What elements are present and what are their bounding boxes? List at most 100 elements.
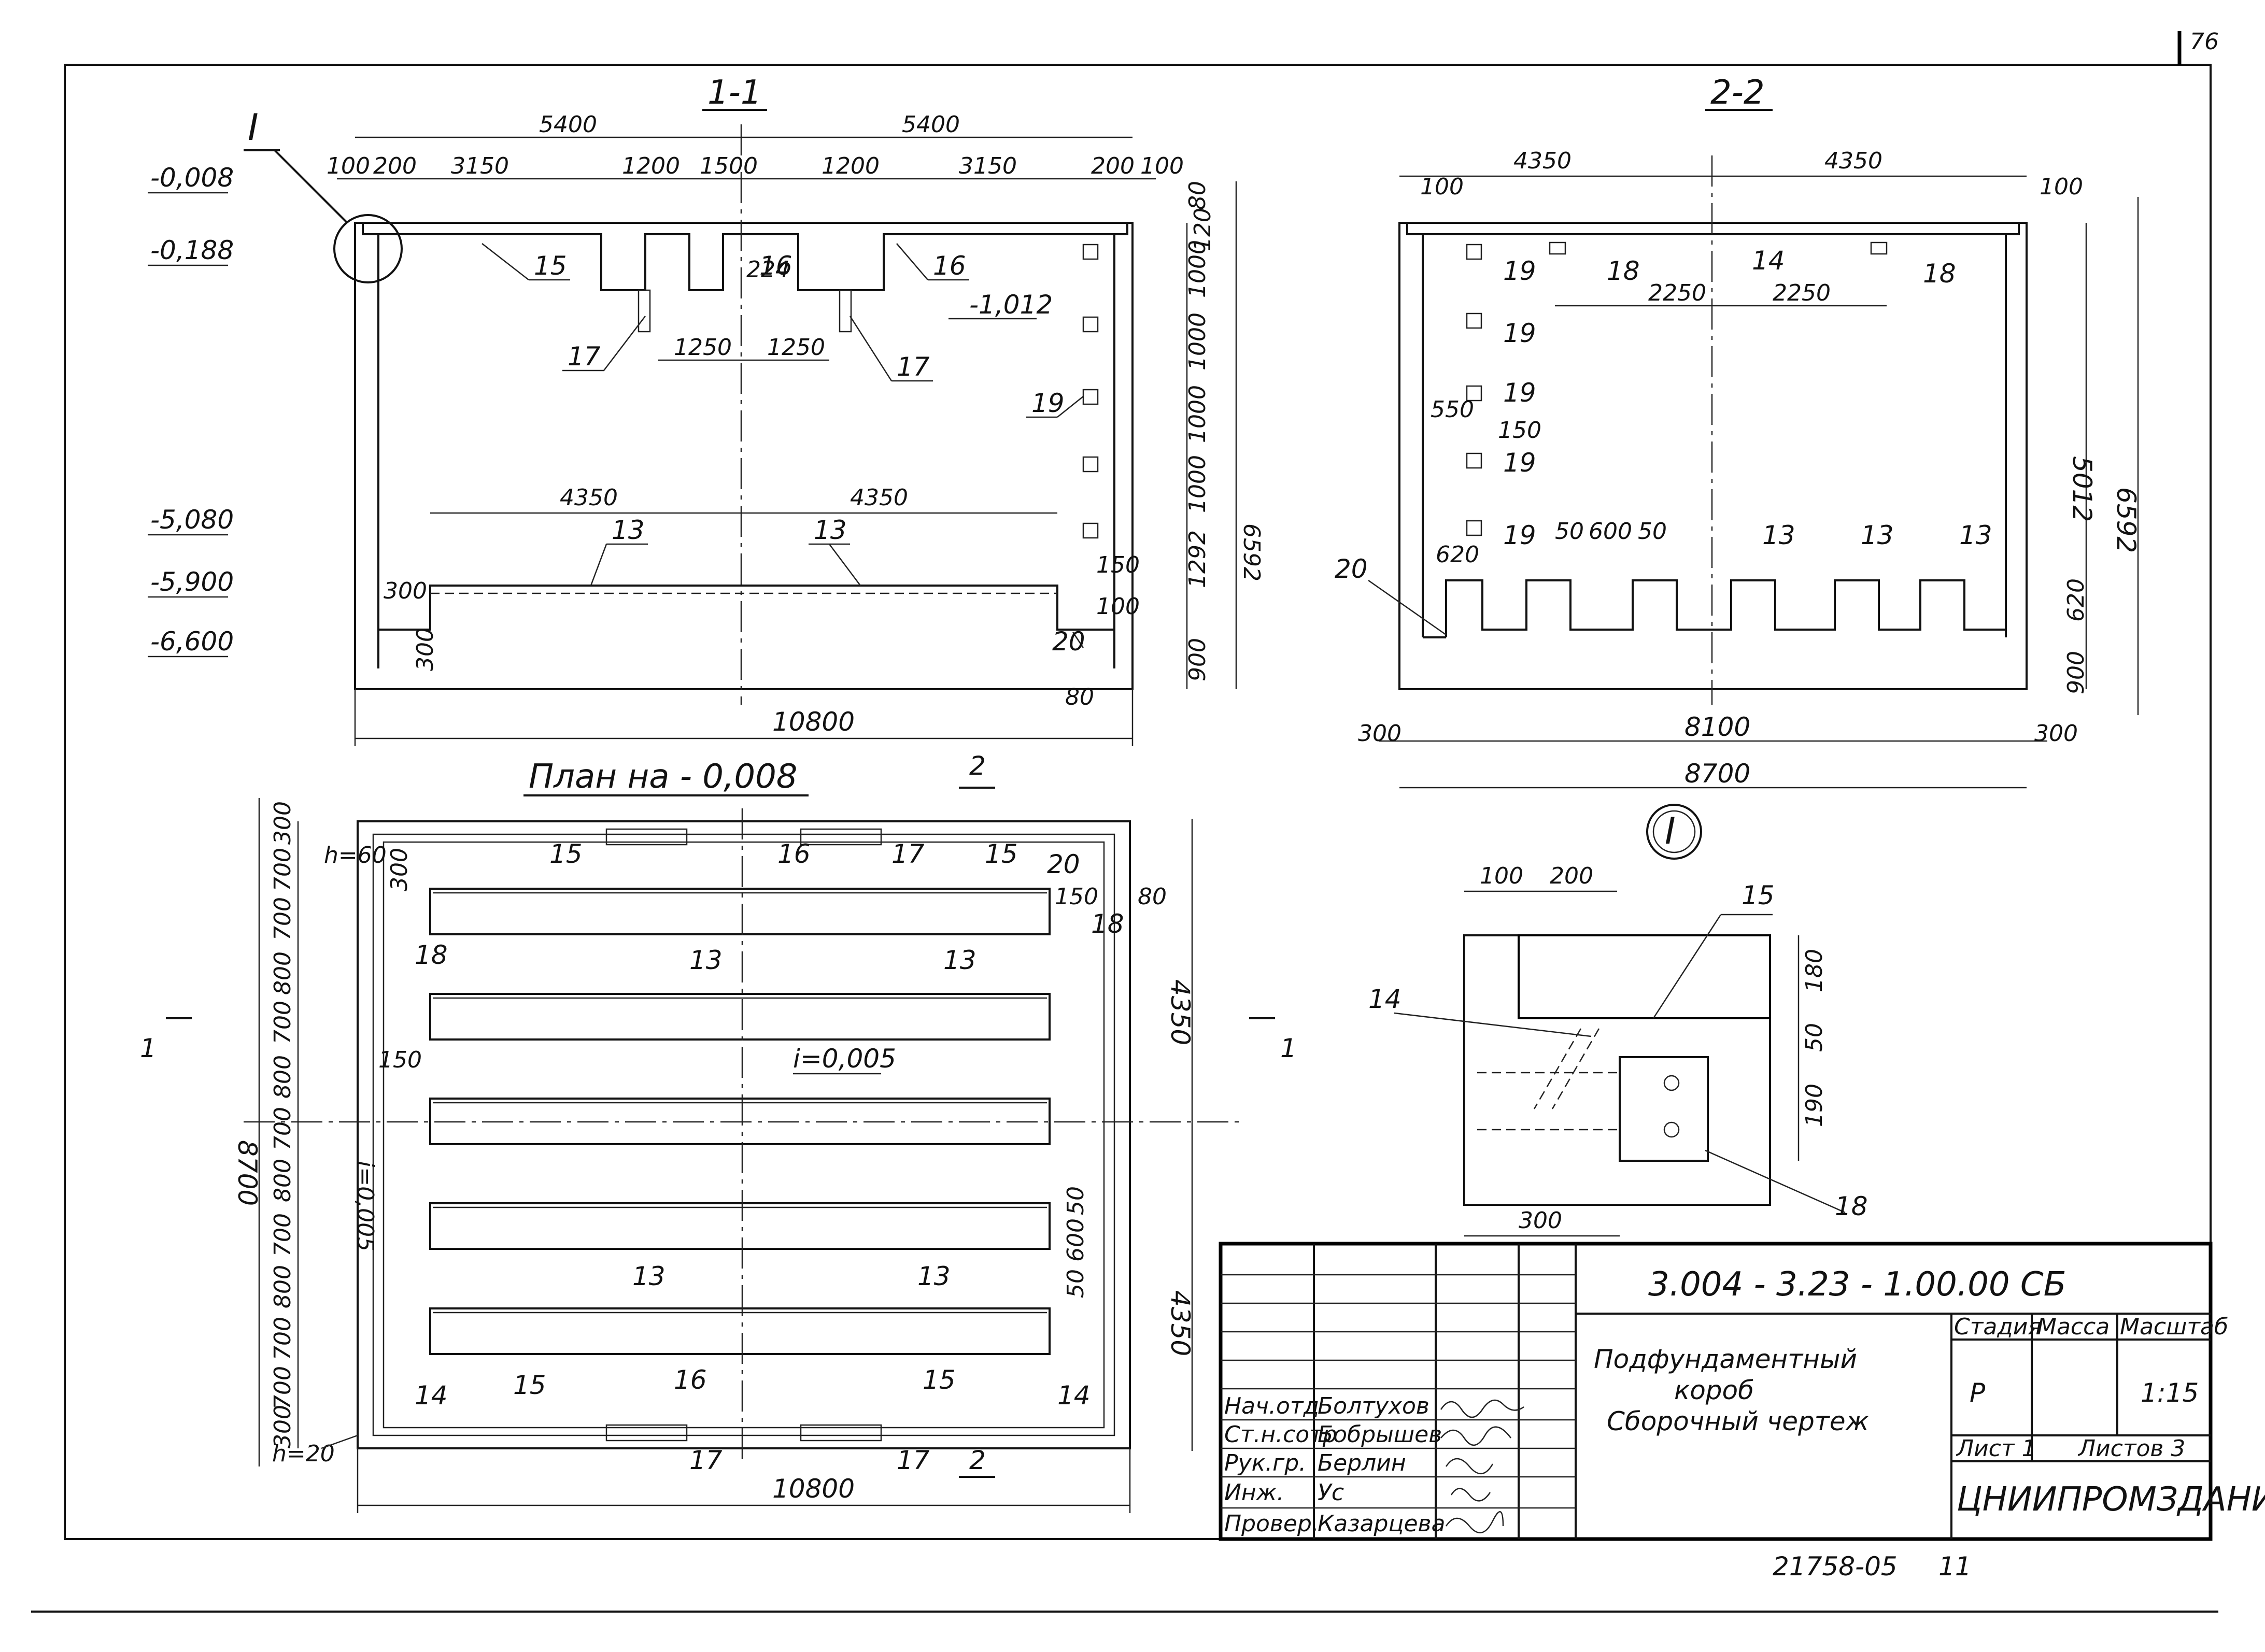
pl-800b: 800	[270, 1055, 296, 1099]
dim-top-left: 5400	[539, 111, 597, 138]
dim22-2250a: 2250	[1648, 280, 1706, 306]
c22-18a: 18	[1607, 256, 1640, 286]
name-line-2: короб	[1674, 1375, 1754, 1405]
plan-10800: 10800	[772, 1474, 855, 1504]
archive-number: 21758-05	[1773, 1551, 1898, 1582]
sheet-frame	[64, 64, 2212, 1540]
plan-150r: 150	[1055, 884, 1098, 910]
dim22-4350a: 4350	[1513, 148, 1572, 174]
c22-13a: 13	[1762, 520, 1795, 550]
callout-I: I	[248, 106, 259, 149]
signature-3	[1450, 1488, 1491, 1502]
dim-1200: 1200	[622, 153, 680, 179]
dim-top-right: 5400	[902, 111, 960, 138]
stage-value: Р	[1970, 1378, 1986, 1408]
det-c14: 14	[1368, 984, 1402, 1014]
plan-slope-1: i=0,005	[793, 1044, 896, 1074]
pl-700d: 700	[270, 1107, 296, 1150]
organization: ЦНИИПРОМЗДАНИЙ	[1957, 1479, 2265, 1519]
pl-700c: 700	[270, 1001, 296, 1044]
pc-15c: 15	[513, 1370, 546, 1400]
rdim-80: 80	[1184, 181, 1211, 210]
c22-19a: 19	[1503, 256, 1536, 286]
callout-17b: 17	[897, 352, 930, 382]
pl-700b: 700	[270, 897, 296, 941]
dim-200b: 200	[1091, 153, 1135, 179]
rdim-1000a: 1000	[1184, 240, 1211, 298]
dim22-8700: 8700	[1684, 759, 1750, 789]
level-5080: -5,080	[150, 505, 234, 535]
name-2: Берлин	[1318, 1450, 1406, 1476]
role-2: Рук.гр.	[1224, 1450, 1306, 1476]
plan-150-inner: 150	[378, 1047, 422, 1073]
pc-13a: 13	[689, 945, 723, 975]
plan-4350b: 4350	[1165, 1290, 1195, 1356]
c22-14: 14	[1752, 246, 1785, 276]
section-1-1: 1-1 I 5400 5400 100 200 3150	[148, 74, 1265, 746]
pc-17b: 17	[689, 1445, 723, 1475]
name-0: Болтухов	[1318, 1393, 1429, 1419]
section-1-1-title: 1-1	[707, 74, 762, 112]
dim-4350-b: 4350	[850, 485, 908, 511]
level-6600: -6,600	[150, 626, 234, 657]
section-mark-2-top: 2	[969, 751, 986, 781]
callout-13b: 13	[814, 515, 847, 545]
plan-h60: h=60	[324, 842, 387, 868]
section-mark-1-right: 1	[1280, 1033, 1297, 1063]
dim22-600: 600	[1589, 518, 1632, 545]
pl-800c: 800	[270, 1159, 296, 1202]
pc-13c: 13	[632, 1261, 666, 1291]
pl-800a: 800	[270, 951, 296, 995]
pl-700g: 700	[270, 1366, 296, 1409]
level-0008: -0,008	[150, 163, 234, 193]
plan-slope-2: i=0,005	[352, 1161, 378, 1251]
col-mass: Масса	[2037, 1314, 2110, 1340]
pl-700a: 700	[270, 848, 296, 891]
signature-4	[1445, 1511, 1504, 1534]
pc-15b: 15	[985, 839, 1018, 869]
dim-3150: 3150	[451, 153, 509, 179]
callout-16b: 16	[933, 251, 966, 281]
rdim-6592: 6592	[1238, 523, 1265, 581]
det-c15: 15	[1742, 880, 1775, 910]
dim22-900: 900	[2063, 651, 2089, 694]
dim-100b: 100	[1140, 153, 1184, 179]
dim22-50a: 50	[1555, 518, 1584, 545]
dim22-620r: 620	[2063, 578, 2089, 622]
dim22-8100: 8100	[1684, 712, 1750, 742]
dim22-300a: 300	[1358, 720, 1402, 747]
level-5900: -5,900	[150, 567, 234, 597]
pc-18r: 18	[1091, 909, 1124, 939]
pc-18l: 18	[415, 940, 448, 970]
signature-1	[1440, 1426, 1511, 1446]
c22-19c: 19	[1503, 378, 1536, 408]
sheets-count: Листов 3	[2077, 1435, 2185, 1462]
name-1: Бобрышев	[1318, 1421, 1442, 1448]
rdim-100: 100	[1096, 593, 1140, 620]
signature-0	[1440, 1399, 1524, 1418]
pl-800d: 800	[270, 1265, 296, 1308]
plan-4350a: 4350	[1165, 979, 1195, 1045]
pl-700f: 700	[270, 1317, 296, 1360]
dim-10800: 10800	[772, 707, 855, 737]
c22-19d: 19	[1503, 448, 1536, 478]
detail-I: I 100 200 180 50 190 300 15 14 18	[1368, 804, 1868, 1237]
name-3: Ус	[1318, 1479, 1344, 1506]
signature-2	[1445, 1458, 1494, 1475]
dim-200: 200	[373, 153, 417, 179]
col-stage: Стадия	[1954, 1314, 2042, 1340]
plan-view: План на - 0,008 2 2 1 1 h=60 h=20	[140, 751, 1297, 1513]
pc-17c: 17	[897, 1445, 930, 1475]
dim22-150: 150	[1498, 417, 1541, 444]
det-180: 180	[1801, 949, 1828, 992]
dim-100: 100	[327, 153, 370, 179]
dim22-100b: 100	[2040, 174, 2083, 200]
callout-16a: 16	[759, 251, 792, 281]
role-3: Инж.	[1224, 1479, 1284, 1506]
c22-18b: 18	[1923, 259, 1956, 289]
dim-4350-a: 4350	[560, 485, 618, 511]
plan-50b: 50	[1063, 1269, 1089, 1298]
dim22-5012: 5012	[2067, 456, 2097, 522]
scale-value: 1:15	[2141, 1378, 2199, 1408]
c22-19b: 19	[1503, 318, 1536, 348]
